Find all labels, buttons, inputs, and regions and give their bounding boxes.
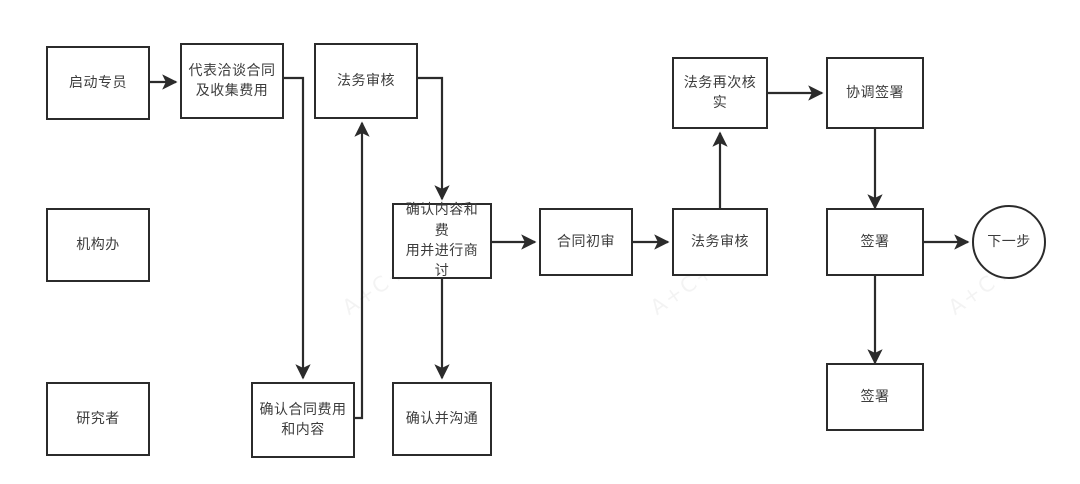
connector-n6-to-n3 — [354, 121, 370, 420]
flow-node-label: 协调签署 — [846, 84, 904, 101]
connector-n2-to-n6 — [284, 76, 311, 380]
flow-node-n14[interactable]: 签署 — [826, 363, 924, 431]
flow-node-n2[interactable]: 代表洽谈合同 及收集费用 — [180, 43, 284, 119]
flow-node-n8[interactable]: 确认并沟通 — [392, 382, 492, 456]
flow-node-label: 确认合同费用 和内容 — [259, 401, 347, 438]
flow-node-label: 代表洽谈合同 及收集费用 — [188, 62, 276, 99]
flow-node-label: 签署 — [860, 388, 890, 405]
flow-node-n5[interactable]: 研究者 — [46, 382, 150, 456]
flow-node-label: 下一步 — [987, 233, 1031, 250]
flow-node-label: 法务审核 — [337, 72, 395, 89]
flow-node-label: 合同初审 — [557, 233, 615, 250]
flow-node-label: 确认并沟通 — [405, 410, 479, 427]
flow-node-n6[interactable]: 确认合同费用 和内容 — [251, 382, 355, 458]
flow-node-n13[interactable]: 签署 — [826, 208, 924, 276]
flow-node-n12[interactable]: 协调签署 — [826, 57, 924, 129]
flow-node-n1[interactable]: 启动专员 — [46, 46, 150, 120]
flow-node-label: 法务审核 — [691, 233, 749, 250]
flow-node-label: 确认内容和费 用并进行商讨 — [405, 202, 479, 280]
flow-node-label: 法务再次核实 — [683, 74, 757, 111]
flow-node-n11[interactable]: 法务再次核实 — [672, 57, 768, 129]
flow-node-label: 机构办 — [76, 236, 120, 253]
flow-node-n4[interactable]: 机构办 — [46, 208, 150, 282]
connector-n3-to-n7 — [418, 76, 450, 201]
flow-node-n10[interactable]: 法务审核 — [672, 208, 768, 276]
flow-node-n7[interactable]: 确认内容和费 用并进行商讨 — [392, 202, 492, 280]
flow-node-n15[interactable]: 下一步 — [972, 205, 1046, 279]
flow-node-label: 研究者 — [76, 410, 120, 427]
flow-node-label: 启动专员 — [69, 74, 127, 91]
flow-node-n3[interactable]: 法务审核 — [314, 43, 418, 119]
flow-node-label: 签署 — [860, 233, 890, 250]
flow-node-n9[interactable]: 合同初审 — [539, 208, 633, 276]
